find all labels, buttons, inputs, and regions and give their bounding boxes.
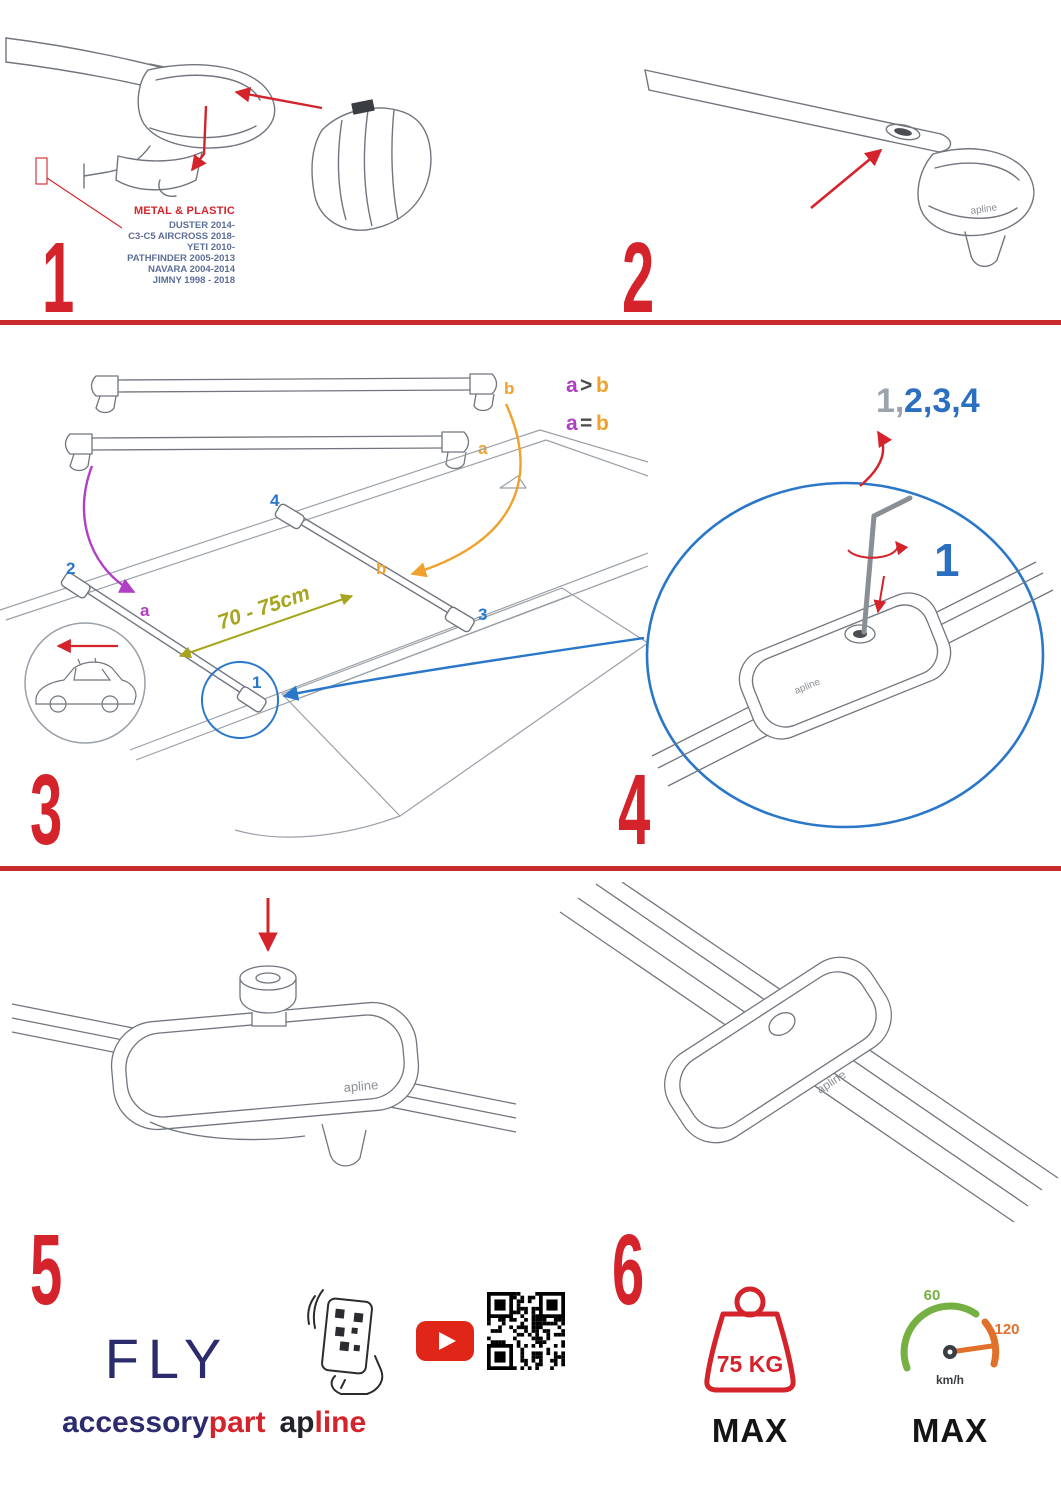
position-label-2: 2 [66,559,75,578]
product-name: FLY [104,1327,231,1390]
clamp-detail-drawing [651,561,1054,787]
model-item: C3-C5 AIRCROSS 2018- [128,231,235,242]
sequence-gray: 1, [876,382,904,420]
roof-label-b: b [376,559,386,578]
step4-number: 4 [618,754,651,866]
rule-greater-a: a [566,374,578,397]
guide-curve-a [82,465,136,594]
step1-clamp-exploded-drawing [5,37,432,231]
brand-ap: ap [279,1406,315,1439]
length-rules: a > b a = b [566,374,609,435]
mounted-bars-drawing [60,503,475,713]
clamp-knob-drawing [11,965,517,1167]
section-divider [0,320,1061,325]
step3-number: 3 [30,754,63,866]
weight-max-label: MAX [711,1412,789,1449]
brand-part: part [208,1406,266,1439]
apline-logo-text: apline [343,1077,379,1095]
model-item: JIMNY 1998 - 2018 [152,275,235,286]
rule-equal-op: = [580,412,592,435]
position-label-3: 3 [478,605,487,624]
step3-roof-layout-drawing: b a a b 70 - 75cm 2 4 [0,373,648,838]
torque-annotations [847,430,909,614]
qr-code-icon [487,1292,565,1370]
car-direction-inset [24,622,146,744]
phone-qr-scan-icon [307,1289,384,1395]
step1-number: 1 [42,222,75,334]
tool-position-label: 1 [934,534,960,586]
step6-mounted-clamp-drawing: apline [559,882,1059,1223]
fitment-list: METAL & PLASTIC DUSTER 2014- C3-C5 AIRCR… [95,205,235,286]
measurement-arrow [178,593,354,659]
weight-limit-icon: 75 KG [704,1286,796,1393]
assembly-arrows [191,86,323,172]
crossbar-foot-drawing [5,37,276,197]
position-label-1: 1 [252,673,261,692]
rule-greater-b: b [596,374,609,397]
step4-tightening-detail-drawing: apline 1, 2,3,4 1 [645,382,1054,829]
guide-curve-b [410,403,522,578]
detail-circle [201,661,279,739]
leader-line [35,157,123,229]
section-divider [0,866,1061,871]
cover-cap-drawing [311,99,432,231]
roof-label-a: a [140,601,150,620]
model-item: PATHFINDER 2005-2013 [127,253,235,264]
crossbars-drawing [64,373,498,472]
rule-greater-op: > [580,374,592,397]
detail-pointer-line [282,636,645,701]
step2-number: 2 [622,222,655,334]
speed-low-label: 60 [924,1287,941,1304]
bar-label-b: b [504,379,514,398]
step6-number: 6 [612,1214,645,1326]
rule-equal-b: b [596,412,609,435]
speed-max-label: MAX [911,1412,989,1449]
weight-limit-value: 75 KG [717,1351,783,1377]
material-label: METAL & PLASTIC [134,205,235,217]
model-item: NAVARA 2004-2014 [148,264,235,275]
speedometer-icon: 60 120 km/h [900,1287,1020,1387]
step5-knob-press-drawing: apline [11,898,517,1167]
insert-arrow [810,148,883,210]
speed-unit-label: km/h [936,1373,964,1387]
rule-equal-a: a [566,412,578,435]
model-item: DUSTER 2014- [169,220,235,231]
mounted-clamp-drawing [559,882,1059,1223]
crossbar-drawing [644,69,1035,267]
position-label-4: 4 [270,491,280,510]
brand-line: line [314,1406,367,1439]
step5-number: 5 [30,1214,63,1326]
youtube-icon [416,1321,474,1361]
sequence-blue: 2,3,4 [904,382,980,420]
allen-key-drawing [861,495,913,635]
speed-high-label: 120 [994,1321,1019,1338]
model-item: YETI 2010- [186,242,235,253]
car-roof-drawing [0,429,648,838]
step2-bar-end-drawing: apline [644,69,1035,267]
apline-logo-text: apline [970,202,998,217]
brand-accessory: accessory [62,1406,209,1439]
